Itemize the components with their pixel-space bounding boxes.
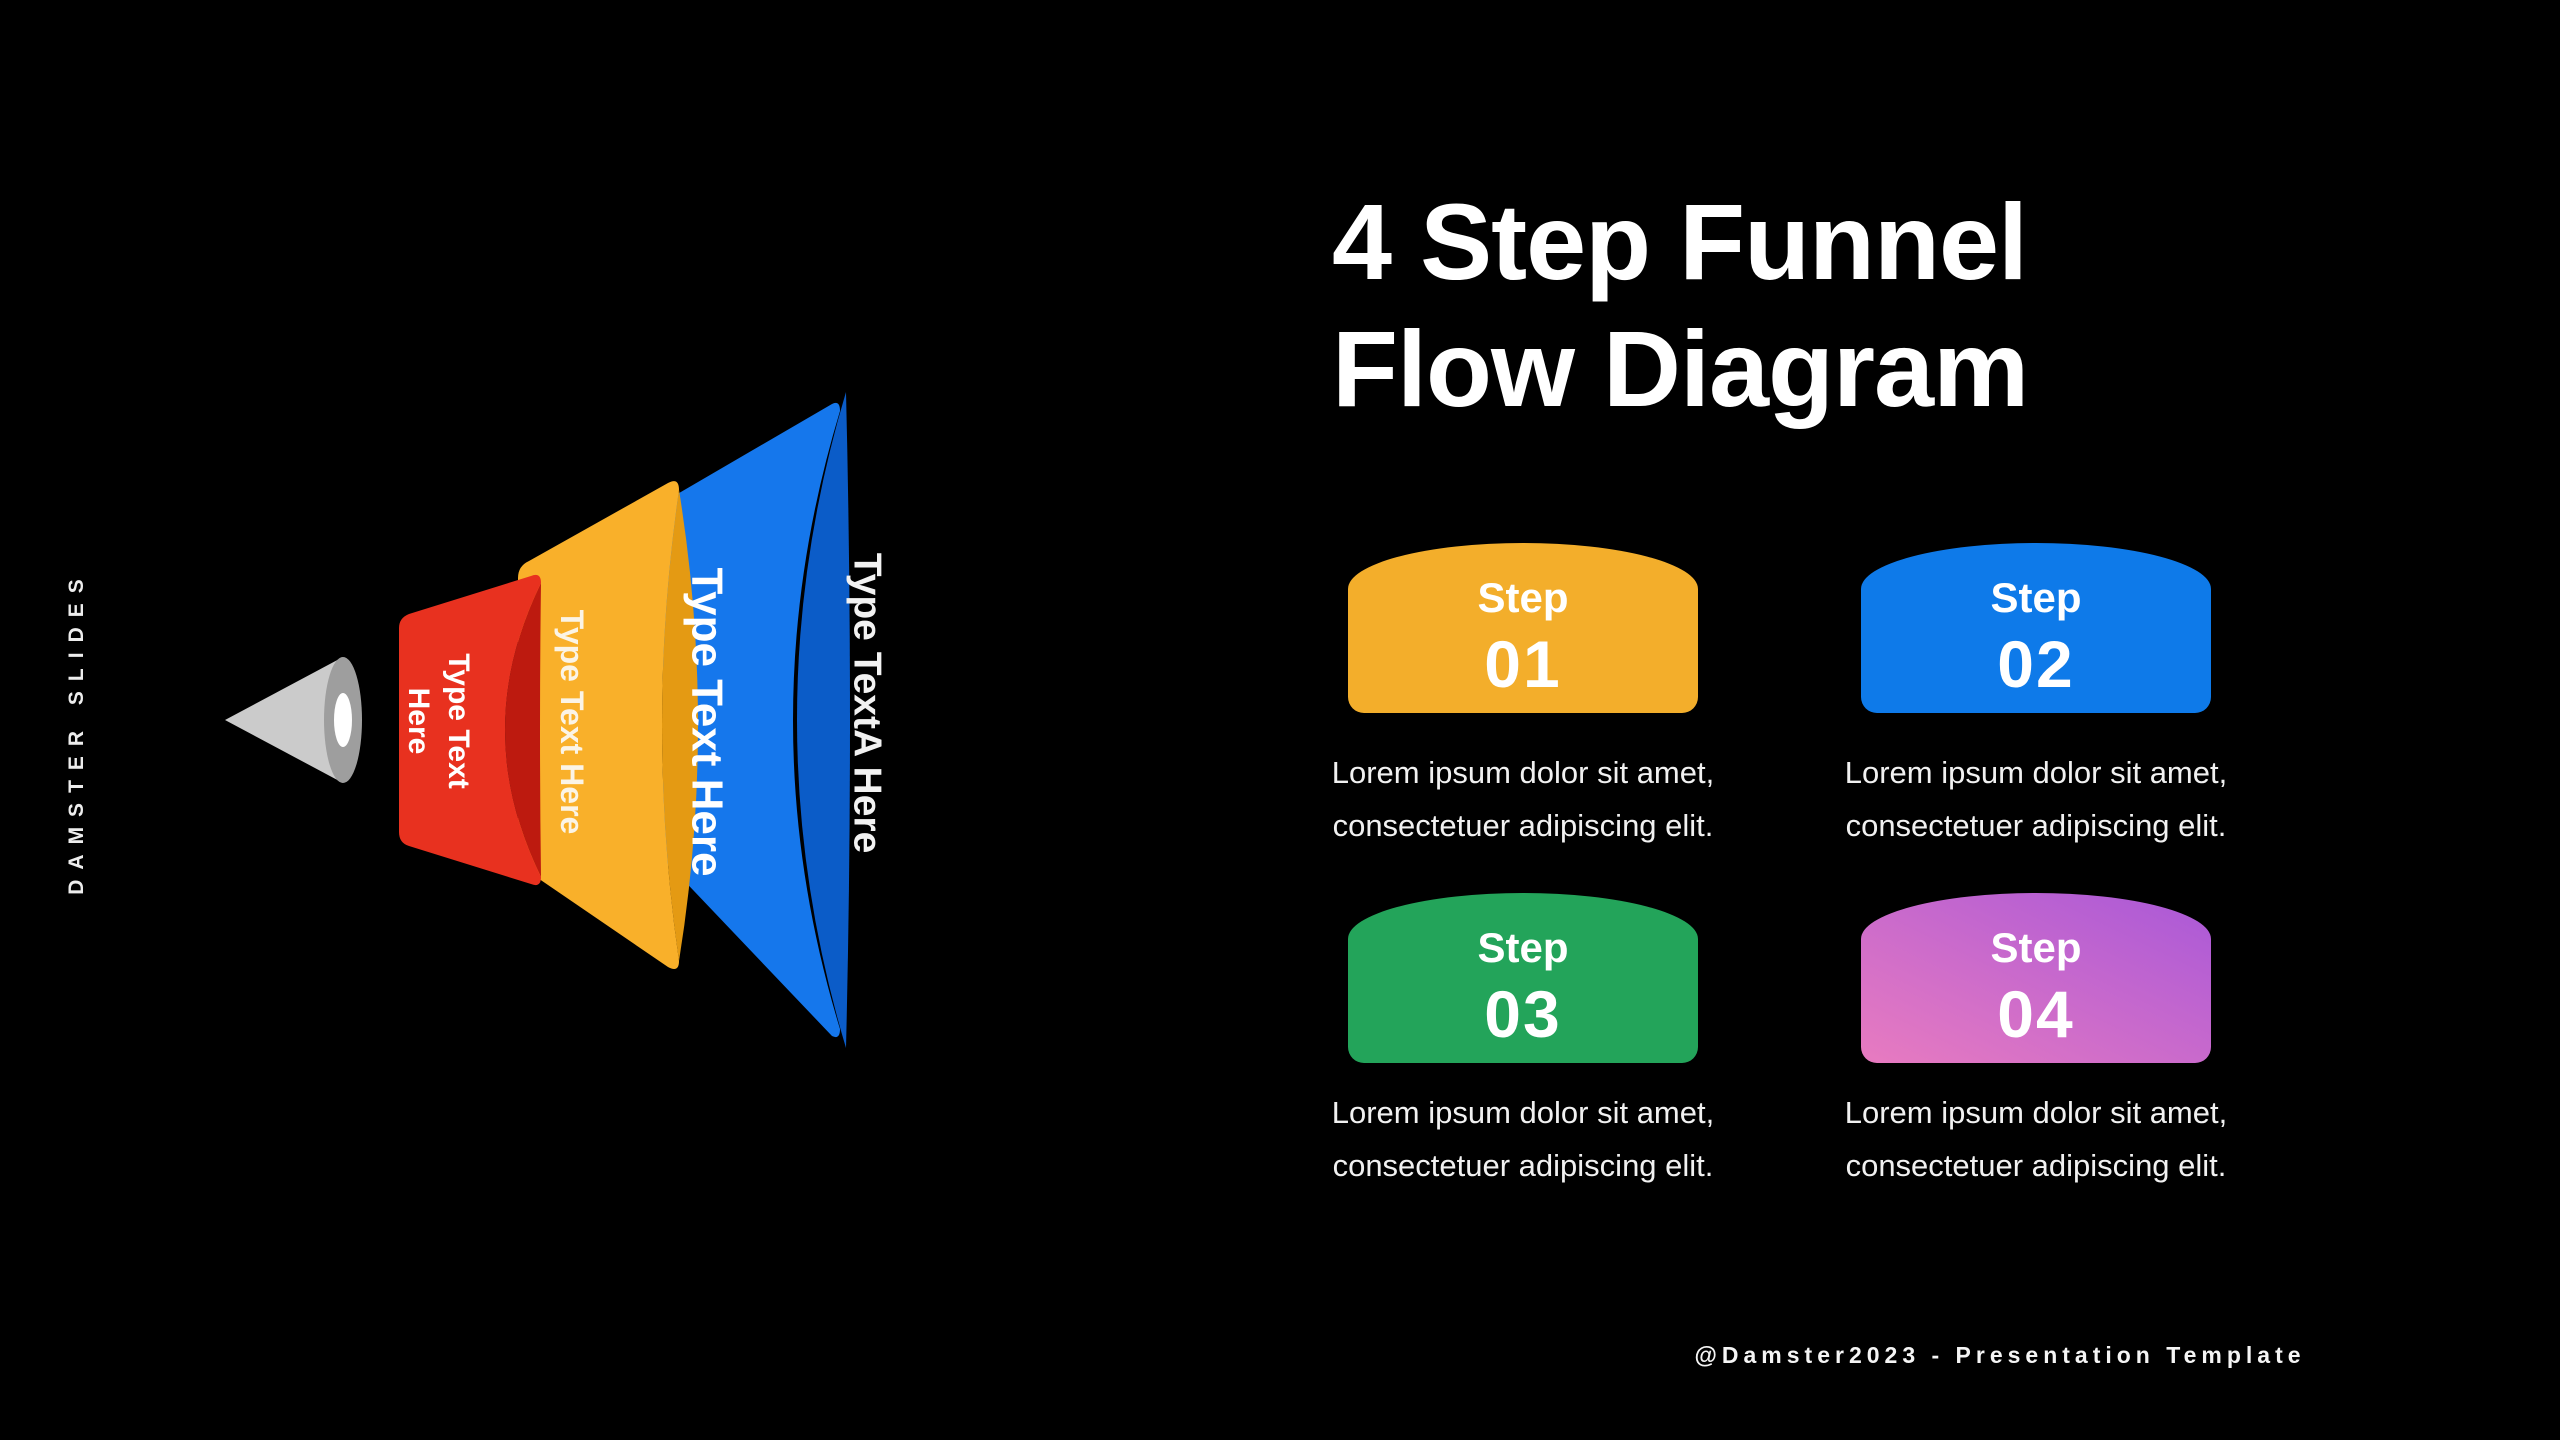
funnel-cone-body (225, 657, 343, 783)
funnel-cone-hole (334, 693, 352, 747)
step-03-label: Step (1477, 924, 1569, 971)
step-01-number: 01 (1484, 627, 1562, 701)
funnel-stage-1-label-line1: Type Text (442, 653, 475, 789)
funnel-diagram (225, 392, 850, 1048)
brand-vertical-text: DAMSTER SLIDES (65, 569, 88, 895)
step-03-number: 03 (1484, 977, 1562, 1051)
funnel-stage-2-shape (518, 481, 679, 969)
page-title: 4 Step Funnel Flow Diagram (1332, 178, 2029, 432)
step-02-label: Step (1990, 574, 2082, 621)
step-card-02: Step 02 (1861, 543, 2211, 713)
footer-credit: @Damster2023 - Presentation Template (1694, 1342, 2306, 1368)
funnel-stage-1-label-line2: Here (402, 687, 435, 755)
step-02-description: Lorem ipsum dolor sit amet, consectetuer… (1844, 755, 2228, 843)
funnel-stage-3-shade (797, 392, 850, 1048)
step-01-description: Lorem ipsum dolor sit amet, consectetuer… (1331, 755, 1715, 843)
page-title-line2: Flow Diagram (1332, 308, 2029, 429)
step-04-label: Step (1990, 924, 2082, 971)
page-title-line1: 4 Step Funnel (1332, 181, 2028, 302)
step-02-number: 02 (1997, 627, 2075, 701)
funnel-stage-2-label: Type Text Here (553, 609, 590, 835)
funnel-outflow-label: Type TextA Here (845, 552, 889, 854)
step-card-01: Step 01 (1348, 543, 1698, 713)
step-04-description: Lorem ipsum dolor sit amet, consectetuer… (1844, 1095, 2228, 1183)
step-01-label: Step (1477, 574, 1569, 621)
funnel-stage-2-shade (662, 490, 698, 961)
funnel-stage-1-shape (399, 574, 541, 886)
step-card-03: Step 03 (1348, 893, 1698, 1063)
funnel-stage-3-shape (663, 402, 840, 1038)
step-04-number: 04 (1997, 977, 2075, 1051)
funnel-stage-1-label: Type Text Here (398, 653, 478, 789)
step-03-description: Lorem ipsum dolor sit amet, consectetuer… (1331, 1095, 1715, 1183)
step-card-04: Step 04 (1861, 893, 2211, 1063)
funnel-stage-3-label: Type Text Here (682, 567, 732, 877)
